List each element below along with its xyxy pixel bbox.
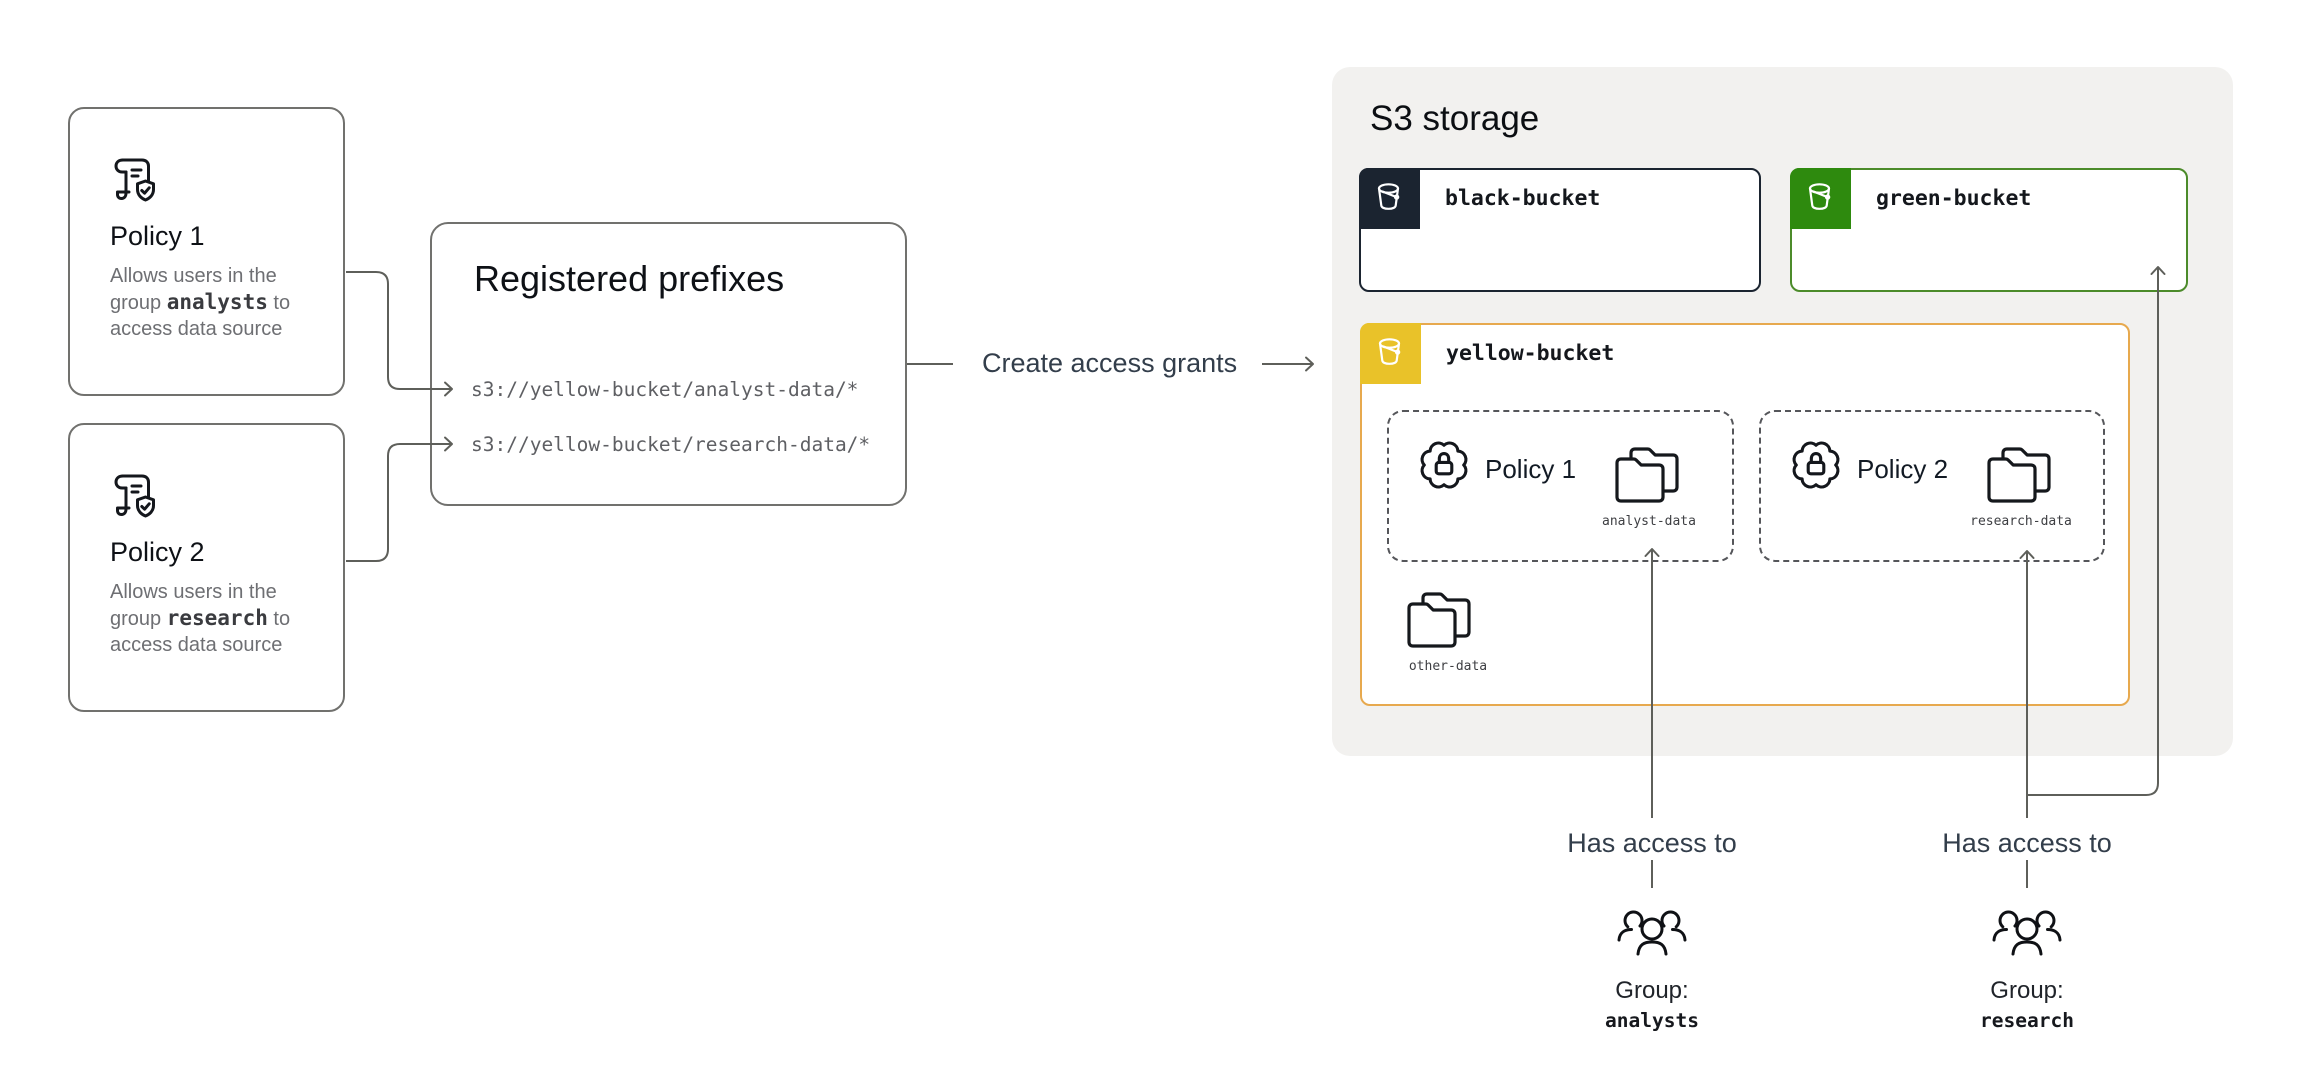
policy-card-2: Policy 2 Allows users in the group resea… (68, 423, 345, 712)
policy-scroll-icon (114, 474, 155, 518)
policy-card-description: Allows users in the group analysts to ac… (110, 263, 318, 342)
bucket-icon-tile (1359, 168, 1420, 229)
registered-prefixes-box: Registered prefixes s3://yellow-bucket/a… (430, 222, 907, 506)
folder-name: analyst-data (1602, 514, 1696, 529)
has-access-label-research: Has access to (1942, 828, 2112, 858)
prefix-item-research: s3://yellow-bucket/research-data/* (471, 433, 871, 456)
description-text: to access data source (110, 292, 291, 340)
user-group-icon (1992, 910, 2062, 956)
policy-card-title: Policy 1 (110, 221, 205, 251)
bucket-name: green-bucket (1876, 186, 2032, 211)
bucket-name: yellow-bucket (1446, 341, 1615, 366)
group-label: Group: (1615, 977, 1689, 1004)
policy-seal-lock-icon (1792, 441, 1840, 489)
s3-bucket-icon (1378, 338, 1401, 365)
description-text: to access data source (110, 608, 291, 656)
folder-icon (1987, 447, 2051, 503)
grant-box-policy-2: Policy 2 research-data (1759, 410, 2105, 562)
policy-scroll-icon (114, 158, 155, 202)
group-name-inline: research (166, 606, 268, 630)
green-bucket-box: green-bucket (1790, 168, 2188, 292)
policy-card-1: Policy 1 Allows users in the group analy… (68, 107, 345, 396)
prefix-item-analyst: s3://yellow-bucket/analyst-data/* (471, 378, 859, 401)
description-text: Allows users in the group (110, 581, 277, 630)
group-analysts: Group: analysts (1605, 977, 1699, 1032)
group-research: Group: research (1980, 977, 2074, 1032)
folder-name: other-data (1408, 659, 1488, 674)
grant-box-policy-1: Policy 1 analyst-data (1387, 410, 1734, 562)
bucket-icon-tile (1360, 323, 1421, 384)
group-label: Group: (1990, 977, 2064, 1004)
folder-icon (1615, 447, 1679, 503)
create-access-grants-label: Create access grants (982, 348, 1238, 378)
black-bucket-box: black-bucket (1359, 168, 1761, 292)
s3-bucket-icon (1808, 183, 1831, 210)
user-group-icon (1617, 910, 1687, 956)
folder-icon (1407, 592, 1471, 648)
grant-policy-label: Policy 2 (1857, 454, 1949, 484)
s3-storage-panel: S3 storage black-bucket (1332, 67, 2233, 756)
description-text: Allows users in the group (110, 265, 277, 314)
s3-storage-title: S3 storage (1370, 99, 1540, 138)
registered-prefixes-title: Registered prefixes (474, 258, 785, 299)
policy-card-title: Policy 2 (110, 537, 205, 567)
policy-seal-lock-icon (1420, 441, 1468, 489)
s3-bucket-icon (1377, 183, 1400, 210)
yellow-bucket-box: yellow-bucket Policy 1 a (1360, 323, 2130, 706)
has-access-label-analysts: Has access to (1567, 828, 1737, 858)
bucket-icon-tile (1790, 168, 1851, 229)
grant-policy-label: Policy 1 (1485, 454, 1577, 484)
group-name: research (1980, 1009, 2074, 1032)
group-name: analysts (1605, 1009, 1699, 1032)
group-name-inline: analysts (166, 290, 268, 314)
bucket-name: black-bucket (1445, 186, 1601, 211)
policy-card-description: Allows users in the group research to ac… (110, 579, 318, 658)
folder-name: research-data (1970, 514, 2072, 529)
